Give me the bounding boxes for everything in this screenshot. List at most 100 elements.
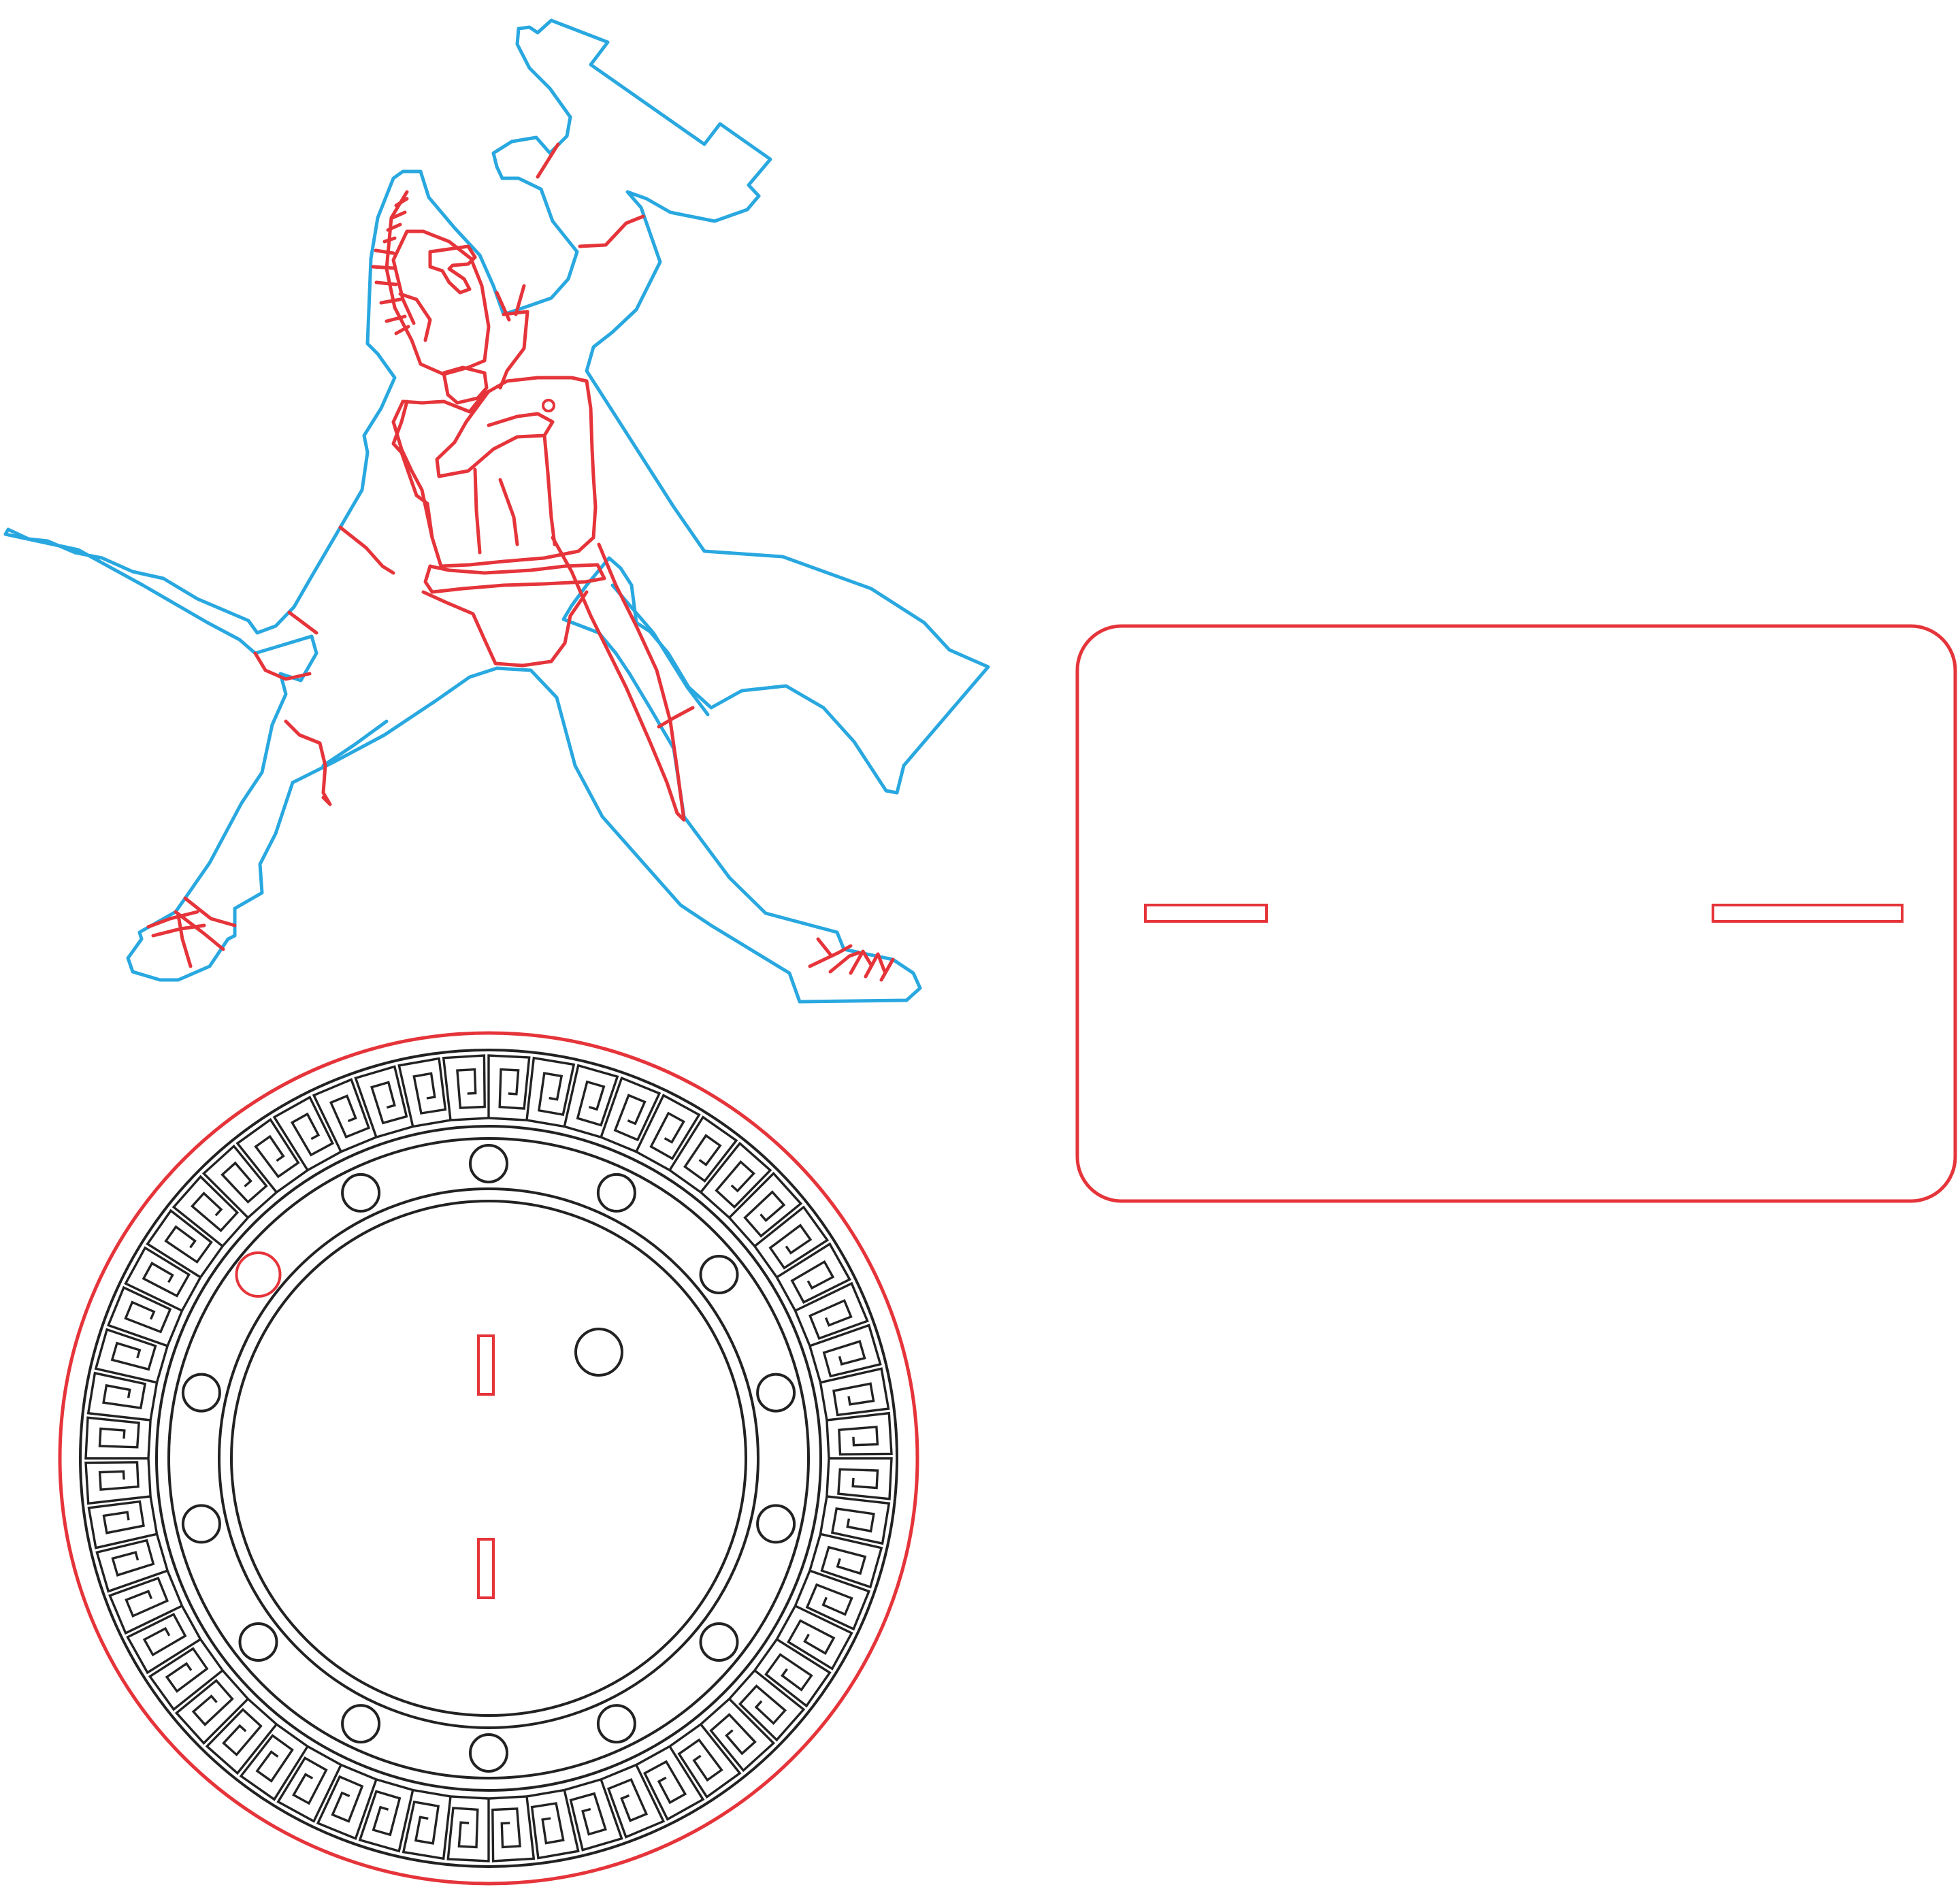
greek-key-baseline bbox=[794, 1310, 811, 1347]
bolt-hole bbox=[341, 1172, 381, 1213]
greek-key-baseline bbox=[181, 1277, 202, 1311]
center-hole bbox=[574, 1328, 623, 1377]
greek-key-baseline bbox=[149, 1496, 159, 1535]
bolt-hole bbox=[756, 1504, 796, 1544]
bolt-hole bbox=[756, 1373, 796, 1413]
greek-key-unit bbox=[643, 1745, 705, 1821]
greek-key-border bbox=[84, 1054, 893, 1863]
round-base bbox=[58, 1031, 919, 1886]
greek-key-unit bbox=[316, 1775, 378, 1841]
greek-key-baseline bbox=[276, 1169, 308, 1194]
greek-key-baseline bbox=[753, 1639, 778, 1671]
greek-key-unit bbox=[86, 1371, 151, 1422]
greek-key-unit bbox=[826, 1411, 893, 1456]
greek-key-baseline bbox=[155, 1345, 169, 1383]
greek-key-baseline bbox=[636, 1151, 670, 1172]
greek-key-baseline bbox=[669, 1723, 702, 1747]
shoulder-strap bbox=[435, 389, 555, 478]
greek-key-unit bbox=[205, 1707, 278, 1775]
greek-key-unit bbox=[446, 1799, 490, 1863]
bolt-hole bbox=[181, 1373, 221, 1413]
greek-key-unit bbox=[738, 1669, 806, 1742]
greek-key-unit bbox=[106, 1285, 172, 1347]
greek-key-baseline bbox=[247, 1191, 278, 1219]
greek-key-unit bbox=[820, 1367, 890, 1417]
greek-key-baseline bbox=[808, 1533, 822, 1571]
belt bbox=[423, 563, 606, 594]
greek-key-unit bbox=[635, 1094, 701, 1160]
greek-key-baseline bbox=[488, 1117, 527, 1121]
warrior-figure bbox=[3, 18, 990, 1004]
greek-key-unit bbox=[753, 1205, 830, 1270]
greek-key-unit bbox=[276, 1756, 342, 1823]
base-outline bbox=[58, 1031, 919, 1886]
greek-key-unit bbox=[312, 1078, 371, 1153]
greek-key-unit bbox=[272, 1096, 334, 1171]
greek-key-baseline bbox=[307, 1745, 342, 1766]
greek-key-unit bbox=[172, 1175, 240, 1247]
greek-key-baseline bbox=[221, 1217, 249, 1247]
greek-key-baseline bbox=[147, 1420, 152, 1459]
greek-key-unit bbox=[487, 1054, 531, 1118]
left-leg-inner bbox=[321, 719, 389, 768]
left-hand bbox=[253, 651, 312, 681]
greek-key-unit bbox=[201, 1144, 268, 1219]
bolt-hole bbox=[596, 1172, 636, 1213]
greek-key-unit bbox=[700, 1141, 772, 1209]
greek-key-baseline bbox=[526, 1119, 565, 1128]
greek-key-baseline bbox=[199, 1639, 224, 1671]
bolt-hole bbox=[181, 1504, 221, 1544]
base-slot-top bbox=[477, 1334, 495, 1396]
chest-plate bbox=[442, 365, 489, 405]
greek-key-baseline bbox=[307, 1151, 342, 1172]
greek-key-baseline bbox=[450, 1795, 489, 1800]
greek-key-unit bbox=[820, 1532, 883, 1589]
greek-key-baseline bbox=[700, 1698, 730, 1726]
greek-key-unit bbox=[174, 1679, 249, 1745]
greek-key-baseline bbox=[147, 1458, 152, 1497]
meander-inner-ring bbox=[155, 1125, 822, 1792]
greek-key-baseline bbox=[826, 1458, 830, 1497]
stand-plate-outline bbox=[1075, 624, 1957, 1203]
greek-key-unit bbox=[569, 1779, 623, 1852]
greek-key-unit bbox=[124, 1246, 191, 1312]
right-sandal bbox=[808, 937, 895, 982]
greek-key-unit bbox=[829, 1457, 893, 1500]
greek-key-unit bbox=[677, 1723, 742, 1799]
greek-key-baseline bbox=[564, 1778, 602, 1792]
greek-key-unit bbox=[809, 1324, 882, 1378]
greek-key-unit bbox=[239, 1734, 309, 1801]
raised-arm-bands bbox=[495, 214, 645, 322]
abdomen-lines bbox=[473, 433, 557, 555]
left-leg-knee bbox=[284, 719, 332, 806]
meander-outer-ring bbox=[79, 1049, 898, 1868]
figure-details bbox=[146, 142, 895, 982]
left-arm-bracer bbox=[338, 525, 395, 575]
bolt-hole bbox=[699, 1622, 739, 1662]
greek-key-baseline bbox=[819, 1496, 828, 1535]
greek-key-unit bbox=[563, 1064, 619, 1127]
greek-key-baseline bbox=[753, 1245, 778, 1278]
left-wrist-band bbox=[287, 610, 318, 635]
left-arm-upper bbox=[391, 399, 434, 540]
right-thigh-strap bbox=[657, 706, 695, 729]
greek-key-baseline bbox=[376, 1125, 414, 1138]
bolt-hole bbox=[238, 1622, 278, 1662]
greek-key-unit bbox=[94, 1328, 157, 1384]
greek-key-unit bbox=[668, 1115, 738, 1183]
greek-key-baseline bbox=[488, 1795, 527, 1800]
greek-key-baseline bbox=[155, 1533, 169, 1571]
greek-key-baseline bbox=[564, 1125, 602, 1138]
greek-key-unit bbox=[235, 1117, 300, 1194]
greek-key-unit bbox=[126, 1613, 201, 1675]
greek-key-baseline bbox=[808, 1345, 822, 1383]
torso-outline bbox=[391, 376, 598, 568]
greek-key-baseline bbox=[166, 1310, 184, 1347]
greek-key-baseline bbox=[276, 1723, 308, 1747]
stand-slot-right bbox=[1712, 904, 1904, 923]
bolt-hole bbox=[469, 1144, 508, 1183]
bolt-hole bbox=[341, 1704, 381, 1744]
body-sword bbox=[551, 536, 686, 822]
greek-key-unit bbox=[787, 1605, 853, 1671]
greek-key-baseline bbox=[775, 1605, 796, 1640]
